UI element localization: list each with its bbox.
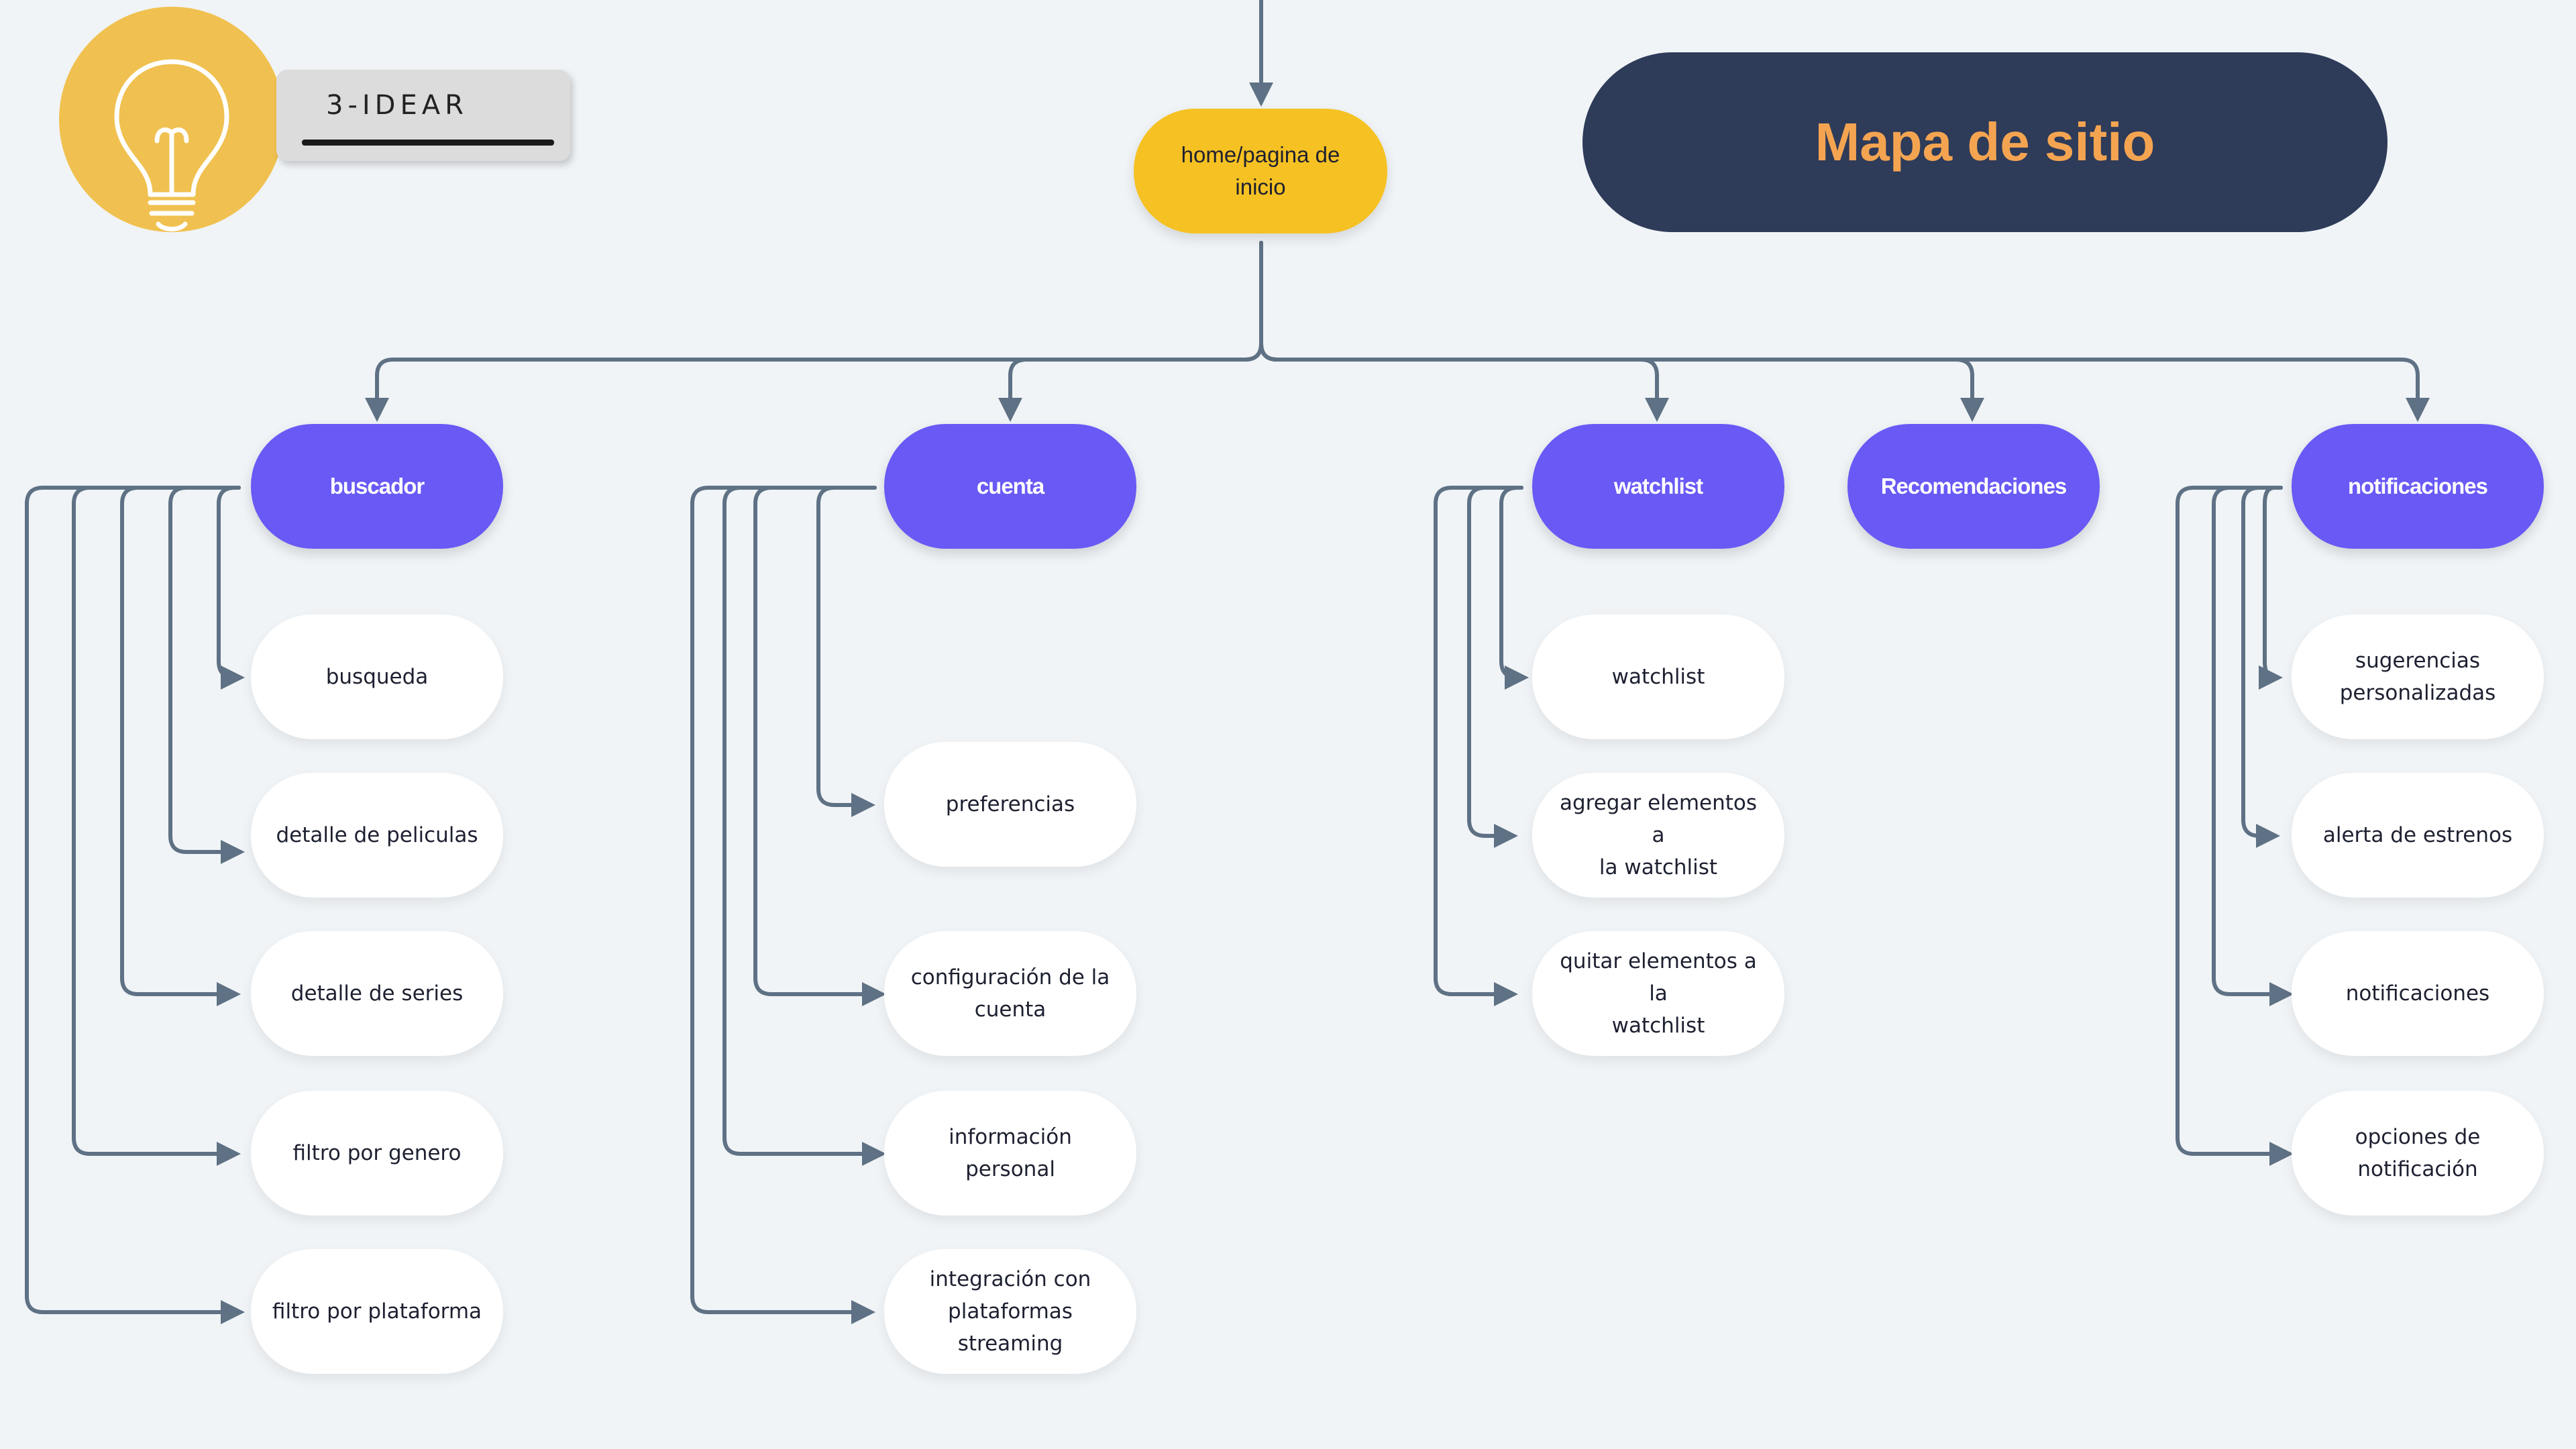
edge-buscador-child	[168, 486, 245, 864]
leaf-label: watchlist	[1611, 665, 1705, 689]
edge-cuenta-child	[722, 486, 886, 1166]
leaf-label: sugerencias personalizadas	[2339, 649, 2496, 705]
edge-notificaciones-child	[2176, 486, 2294, 1166]
edge-buscador-child	[72, 486, 241, 1166]
leaf-node: configuración de la cuenta	[884, 931, 1136, 1056]
leaf-label: filtro por genero	[292, 1141, 462, 1165]
edge-cuenta-child	[690, 486, 877, 1324]
edge-watchlist-child	[1434, 486, 1523, 1006]
category-label: cuenta	[976, 474, 1044, 498]
category-node-notificaciones: notificaciones	[2292, 424, 2544, 549]
leaf-node: alerta de estrenos	[2292, 773, 2544, 898]
leaf-label: detalle de peliculas	[276, 823, 478, 847]
leaf-node: sugerencias personalizadas	[2292, 614, 2544, 739]
edge-buscador-child	[217, 486, 245, 690]
leaf-node: watchlist	[1532, 614, 1784, 739]
stage-chip: 3-IDEAR	[276, 70, 570, 161]
edge-cuenta-child	[816, 486, 877, 817]
category-label: watchlist	[1613, 474, 1703, 498]
category-label: Recomendaciones	[1880, 474, 2068, 498]
leaf-label: información personal	[949, 1125, 1072, 1181]
leaf-node: información personal	[884, 1091, 1136, 1216]
leaf-label: opciones de notificación	[2355, 1125, 2481, 1181]
edge-notificaciones-child	[2212, 486, 2294, 1006]
edge-root-watchlist	[1259, 241, 1669, 422]
leaf-label: notificaciones	[2345, 981, 2490, 1006]
leaf-node: detalle de series	[251, 931, 503, 1056]
edge-notificaciones-child	[2241, 486, 2283, 848]
leaf-node: agregar elementos a la watchlist	[1532, 773, 1784, 898]
leaf-label: filtro por plataforma	[272, 1299, 482, 1324]
edge-root-recomendaciones	[1259, 241, 1984, 422]
edge-root-buscador	[365, 241, 1263, 422]
leaf-label: detalle de series	[290, 981, 464, 1006]
edge-notificaciones-child	[2259, 486, 2283, 690]
root-node: home/pagina de inicio	[1134, 109, 1387, 233]
leaf-label: agregar elementos a la watchlist	[1559, 791, 1758, 879]
edge-buscador-child	[25, 486, 245, 1324]
leaf-label: integración con plataformas streaming	[929, 1267, 1091, 1356]
category-label: notificaciones	[2348, 474, 2488, 498]
page-title: Mapa de sitio	[1815, 112, 2155, 172]
category-label: buscador	[329, 474, 425, 498]
edge-root-cuenta	[998, 241, 1263, 422]
root-node-label: home/pagina de inicio	[1181, 142, 1340, 199]
category-node-cuenta: cuenta	[884, 424, 1136, 549]
edge-watchlist-child	[1499, 486, 1529, 690]
leaf-node: busqueda	[251, 614, 503, 739]
category-node-buscador: buscador	[251, 424, 503, 549]
leaf-node: notificaciones	[2292, 931, 2544, 1056]
leaf-label: preferencias	[945, 792, 1075, 816]
leaf-node: integración con plataformas streaming	[884, 1249, 1136, 1374]
edge-watchlist-child	[1467, 486, 1523, 848]
stage-label: 3-IDEAR	[326, 90, 468, 121]
leaf-node: opciones de notificación	[2292, 1091, 2544, 1216]
leaf-node: quitar elementos a la watchlist	[1532, 931, 1784, 1056]
title-banner: Mapa de sitio	[1582, 52, 2387, 232]
edge-root-notificaciones	[1259, 241, 2430, 422]
category-node-watchlist: watchlist	[1532, 424, 1784, 549]
leaf-node: preferencias	[884, 742, 1136, 867]
leaf-label: busqueda	[325, 665, 429, 689]
leaf-node: filtro por plataforma	[251, 1249, 503, 1374]
leaf-label: alerta de estrenos	[2322, 823, 2513, 847]
stage-underline	[302, 140, 554, 146]
lightbulb-icon	[114, 59, 229, 231]
leaf-node: detalle de peliculas	[251, 773, 503, 898]
leaf-label: configuración de la cuenta	[910, 965, 1110, 1022]
leaf-node: filtro por genero	[251, 1091, 503, 1216]
leaf-label: quitar elementos a la watchlist	[1560, 949, 1757, 1038]
edge-buscador-child	[120, 486, 241, 1006]
category-node-recomendaciones: Recomendaciones	[1847, 424, 2100, 549]
